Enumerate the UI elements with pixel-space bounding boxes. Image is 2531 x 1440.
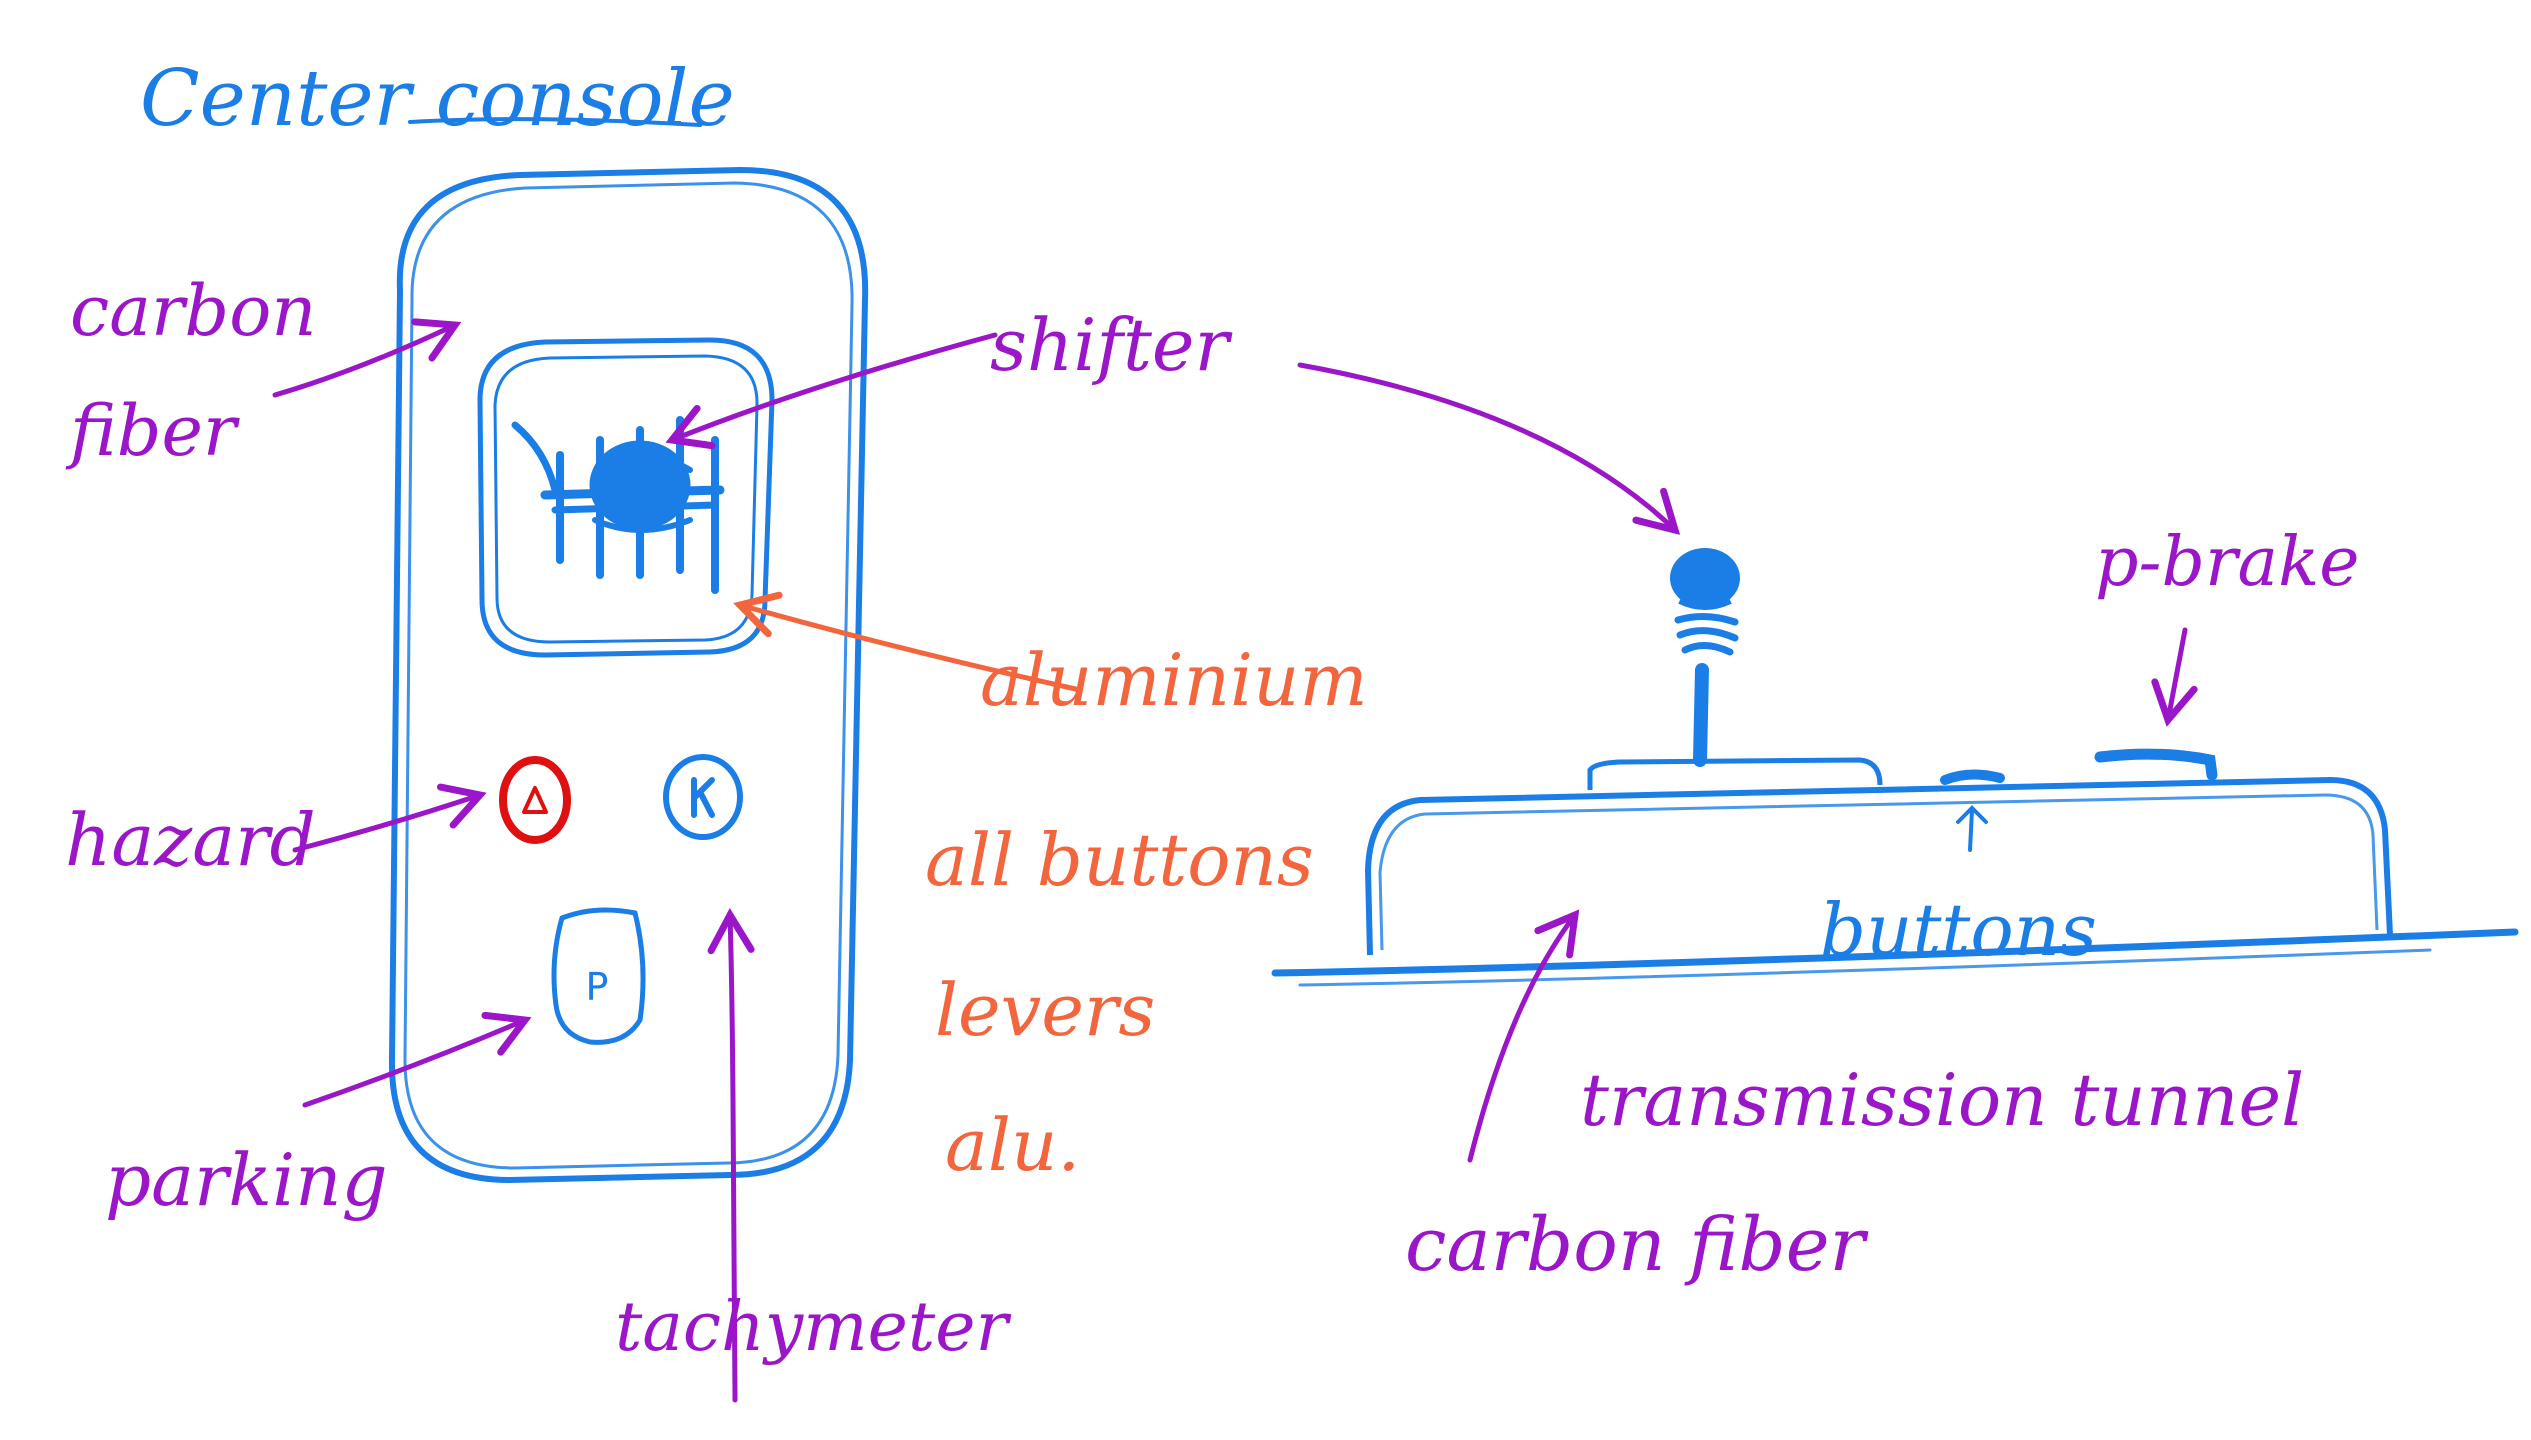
- shifter-label: shifter: [990, 303, 1233, 387]
- shifter-side-icon: [1587, 548, 1883, 790]
- hazard-triangle-icon: [522, 786, 548, 814]
- title-label: Center console: [140, 54, 735, 144]
- parking-button-outline: [551, 907, 646, 1045]
- tunnel-outline: [1365, 777, 2393, 956]
- carbon-fiber-arrow: [272, 318, 462, 398]
- p-brake-label: p-brake: [2095, 523, 2360, 602]
- hazard-arrow: [292, 783, 487, 853]
- console-top-view: P: [388, 167, 869, 1183]
- p-brake-lever-icon[interactable]: [2094, 748, 2218, 781]
- hazard-button-ring: [499, 756, 571, 844]
- tunnel-carbon-arrow: [1467, 909, 1580, 1163]
- hazard-label: hazard: [65, 798, 316, 882]
- material-note-line3: alu.: [945, 1103, 1080, 1187]
- shifter-arrow-right: [1297, 362, 1681, 535]
- button-glyph-icon: [691, 777, 715, 818]
- tunnel-button-icon[interactable]: [1940, 769, 2005, 785]
- aluminium-arrow: [733, 591, 1083, 693]
- floor-line-inner: [1298, 948, 2432, 987]
- tunnel-outline-inner: [1378, 793, 2379, 951]
- tunnel-side-view: buttons: [1271, 548, 2519, 987]
- buttons-arrow: [1956, 805, 1988, 852]
- p-brake-arrow: [2151, 627, 2198, 727]
- aluminium-plate-inner: [493, 354, 759, 644]
- material-note-line1: all buttons: [925, 818, 1314, 902]
- tachymeter-arrow: [707, 907, 755, 1403]
- material-note-line2: levers: [935, 968, 1155, 1052]
- buttons-label: buttons: [1820, 888, 2097, 972]
- console-outline-inner: [403, 181, 854, 1170]
- title-underline: [408, 117, 702, 127]
- parking-label: parking: [105, 1138, 388, 1222]
- parking-button[interactable]: P: [551, 907, 646, 1045]
- carbon-fiber-label-line2: fiber: [65, 390, 240, 472]
- floor-line: [1271, 928, 2519, 977]
- aluminium-plate: [477, 337, 775, 658]
- parking-arrow: [302, 1011, 532, 1108]
- carbon-fiber-bottom-label: carbon fiber: [1405, 1202, 1870, 1288]
- console-outline: [388, 167, 869, 1183]
- hazard-button[interactable]: [499, 756, 571, 844]
- parking-button-letter: P: [586, 965, 609, 1009]
- shifter-icon: [511, 416, 725, 594]
- console-button-right[interactable]: [663, 754, 743, 840]
- transmission-tunnel-label: transmission tunnel: [1580, 1058, 2304, 1142]
- shifter-arrow-left: [665, 332, 998, 450]
- carbon-fiber-label-line1: carbon: [70, 270, 316, 352]
- tachymeter-label: tachymeter: [615, 1288, 1011, 1367]
